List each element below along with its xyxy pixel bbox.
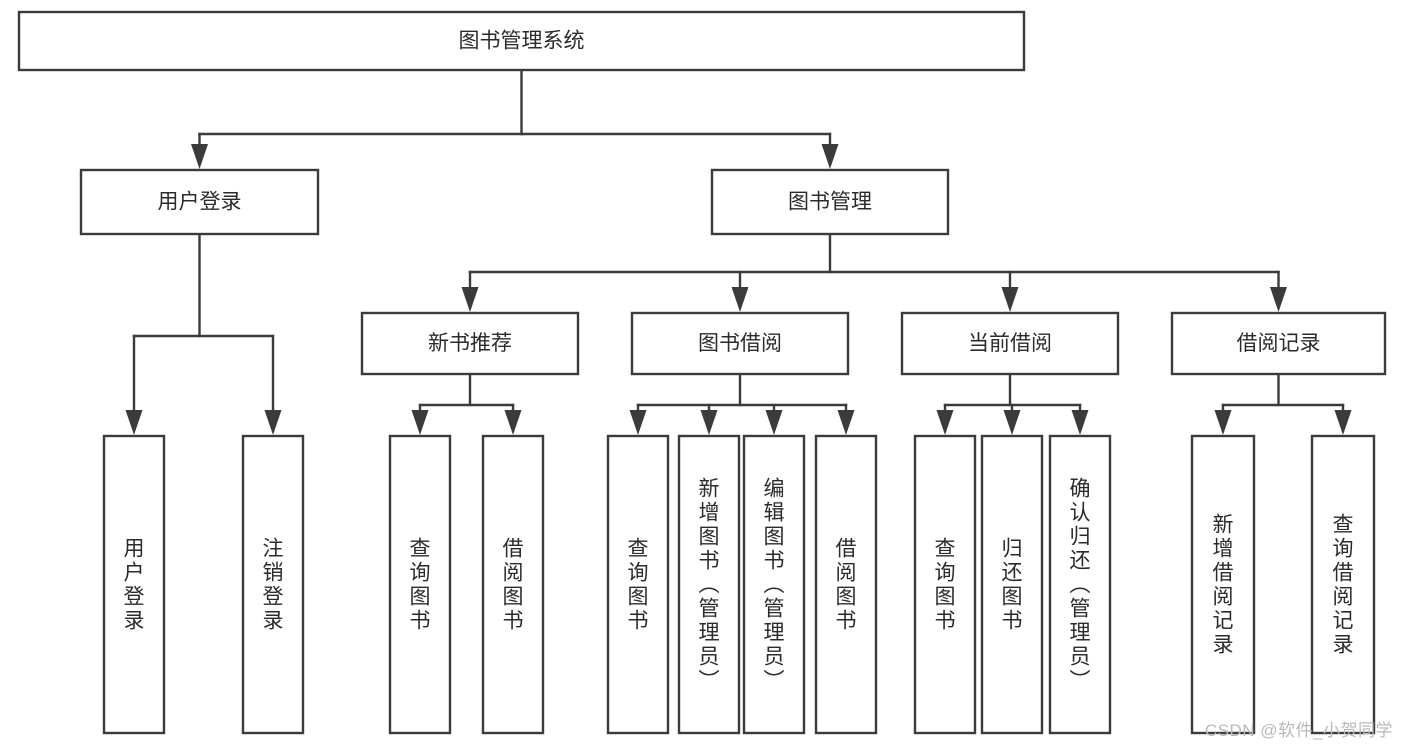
arrow-head-icon <box>731 287 749 312</box>
node-label-leaf-query-record: 查询借阅记录 <box>1333 514 1354 657</box>
arrow-head-icon <box>191 144 208 169</box>
node-label-leaf-logout: 注销登录 <box>263 538 284 633</box>
node-leaf-query-book-1[interactable]: 查询图书 <box>388 434 452 735</box>
arrow-head-icon <box>629 410 647 435</box>
node-leaf-query-book-2[interactable]: 查询图书 <box>606 434 670 735</box>
arrow-head-icon <box>1214 410 1232 435</box>
node-leaf-logout[interactable]: 注销登录 <box>241 434 305 735</box>
node-box-leaf-user-login[interactable] <box>102 434 166 735</box>
csdn-watermark: CSDN @软件_小贺同学 <box>1204 721 1393 740</box>
node-label-root: 图书管理系统 <box>459 30 585 53</box>
node-box-leaf-query-book-1[interactable] <box>388 434 452 735</box>
node-leaf-borrow-book-1[interactable]: 借阅图书 <box>481 434 545 735</box>
arrow-head-icon <box>936 410 954 435</box>
node-box-root[interactable] <box>17 10 1026 72</box>
node-box-leaf-borrow-book-2[interactable] <box>814 434 878 735</box>
node-box-leaf-query-record[interactable] <box>1310 434 1376 735</box>
node-label-leaf-query-book-1: 查询图书 <box>410 538 431 633</box>
node-box-leaf-borrow-book-1[interactable] <box>481 434 545 735</box>
node-box-leaf-query-book-2[interactable] <box>606 434 670 735</box>
node-leaf-query-record[interactable]: 查询借阅记录 <box>1310 434 1376 735</box>
node-label-book-borrow: 图书借阅 <box>698 332 782 355</box>
node-label-leaf-query-book-3: 查询图书 <box>935 538 956 633</box>
arrow-head-icon <box>125 410 143 435</box>
node-leaf-confirm-return[interactable]: 确认归还︵管理员︶ <box>1048 434 1112 735</box>
node-leaf-borrow-book-2[interactable]: 借阅图书 <box>814 434 878 735</box>
arrow-head-icon <box>1003 410 1021 435</box>
node-label-leaf-confirm-return: 确认归还︵管理员︶ <box>1070 478 1091 693</box>
node-label-borrow-record: 借阅记录 <box>1237 332 1321 355</box>
arrow-head-icon <box>264 410 282 435</box>
node-box-leaf-query-book-3[interactable] <box>913 434 977 735</box>
node-box-leaf-logout[interactable] <box>241 434 305 735</box>
node-root[interactable]: 图书管理系统 <box>17 10 1026 72</box>
arrow-head-icon <box>1071 410 1089 435</box>
node-leaf-add-record[interactable]: 新增借阅记录 <box>1190 434 1256 735</box>
node-box-current-borrow[interactable] <box>900 311 1120 376</box>
node-box-borrow-record[interactable] <box>1170 311 1387 376</box>
node-borrow-record[interactable]: 借阅记录 <box>1170 311 1387 376</box>
node-label-new-book-recommend: 新书推荐 <box>428 332 512 355</box>
node-box-leaf-confirm-return[interactable] <box>1048 434 1112 735</box>
node-label-user-login: 用户登录 <box>158 191 242 214</box>
node-layer: 图书管理系统用户登录图书管理新书推荐图书借阅当前借阅借阅记录用户登录注销登录查询… <box>17 10 1387 735</box>
node-label-leaf-add-book: 新增图书︵管理员︶ <box>699 478 720 693</box>
arrow-head-icon <box>765 410 783 435</box>
node-label-book-manage: 图书管理 <box>788 191 872 214</box>
node-book-manage[interactable]: 图书管理 <box>710 168 950 236</box>
arrow-head-icon <box>1270 287 1287 312</box>
node-label-leaf-add-record: 新增借阅记录 <box>1213 514 1234 657</box>
node-leaf-add-book[interactable]: 新增图书︵管理员︶ <box>677 434 741 735</box>
node-box-leaf-return-book[interactable] <box>980 434 1044 735</box>
node-label-leaf-user-login: 用户登录 <box>124 538 145 633</box>
node-label-leaf-query-book-2: 查询图书 <box>628 538 649 633</box>
arrow-head-icon <box>1001 287 1019 312</box>
arrow-head-icon <box>821 144 839 169</box>
node-user-login[interactable]: 用户登录 <box>79 168 320 236</box>
node-label-current-borrow: 当前借阅 <box>968 332 1052 355</box>
arrow-head-icon <box>461 287 479 312</box>
node-label-leaf-borrow-book-1: 借阅图书 <box>503 538 524 633</box>
node-leaf-edit-book[interactable]: 编辑图书︵管理员︶ <box>742 434 806 735</box>
arrow-head-icon <box>837 410 855 435</box>
arrow-head-icon <box>1334 410 1352 435</box>
arrow-head-icon <box>700 410 718 435</box>
arrow-head-icon <box>411 410 429 435</box>
node-box-leaf-edit-book[interactable] <box>742 434 806 735</box>
node-box-new-book-recommend[interactable] <box>360 311 580 376</box>
arrow-head-icon <box>504 410 522 435</box>
connector-layer <box>125 68 1352 435</box>
node-label-leaf-return-book: 归还图书 <box>1002 538 1023 633</box>
node-leaf-return-book[interactable]: 归还图书 <box>980 434 1044 735</box>
node-label-leaf-edit-book: 编辑图书︵管理员︶ <box>764 478 785 693</box>
node-new-book-recommend[interactable]: 新书推荐 <box>360 311 580 376</box>
node-current-borrow[interactable]: 当前借阅 <box>900 311 1120 376</box>
node-label-leaf-borrow-book-2: 借阅图书 <box>836 538 857 633</box>
node-box-user-login[interactable] <box>79 168 320 236</box>
node-box-leaf-add-book[interactable] <box>677 434 741 735</box>
node-box-book-manage[interactable] <box>710 168 950 236</box>
node-book-borrow[interactable]: 图书借阅 <box>630 311 850 376</box>
node-box-leaf-add-record[interactable] <box>1190 434 1256 735</box>
node-box-book-borrow[interactable] <box>630 311 850 376</box>
node-leaf-query-book-3[interactable]: 查询图书 <box>913 434 977 735</box>
node-leaf-user-login[interactable]: 用户登录 <box>102 434 166 735</box>
